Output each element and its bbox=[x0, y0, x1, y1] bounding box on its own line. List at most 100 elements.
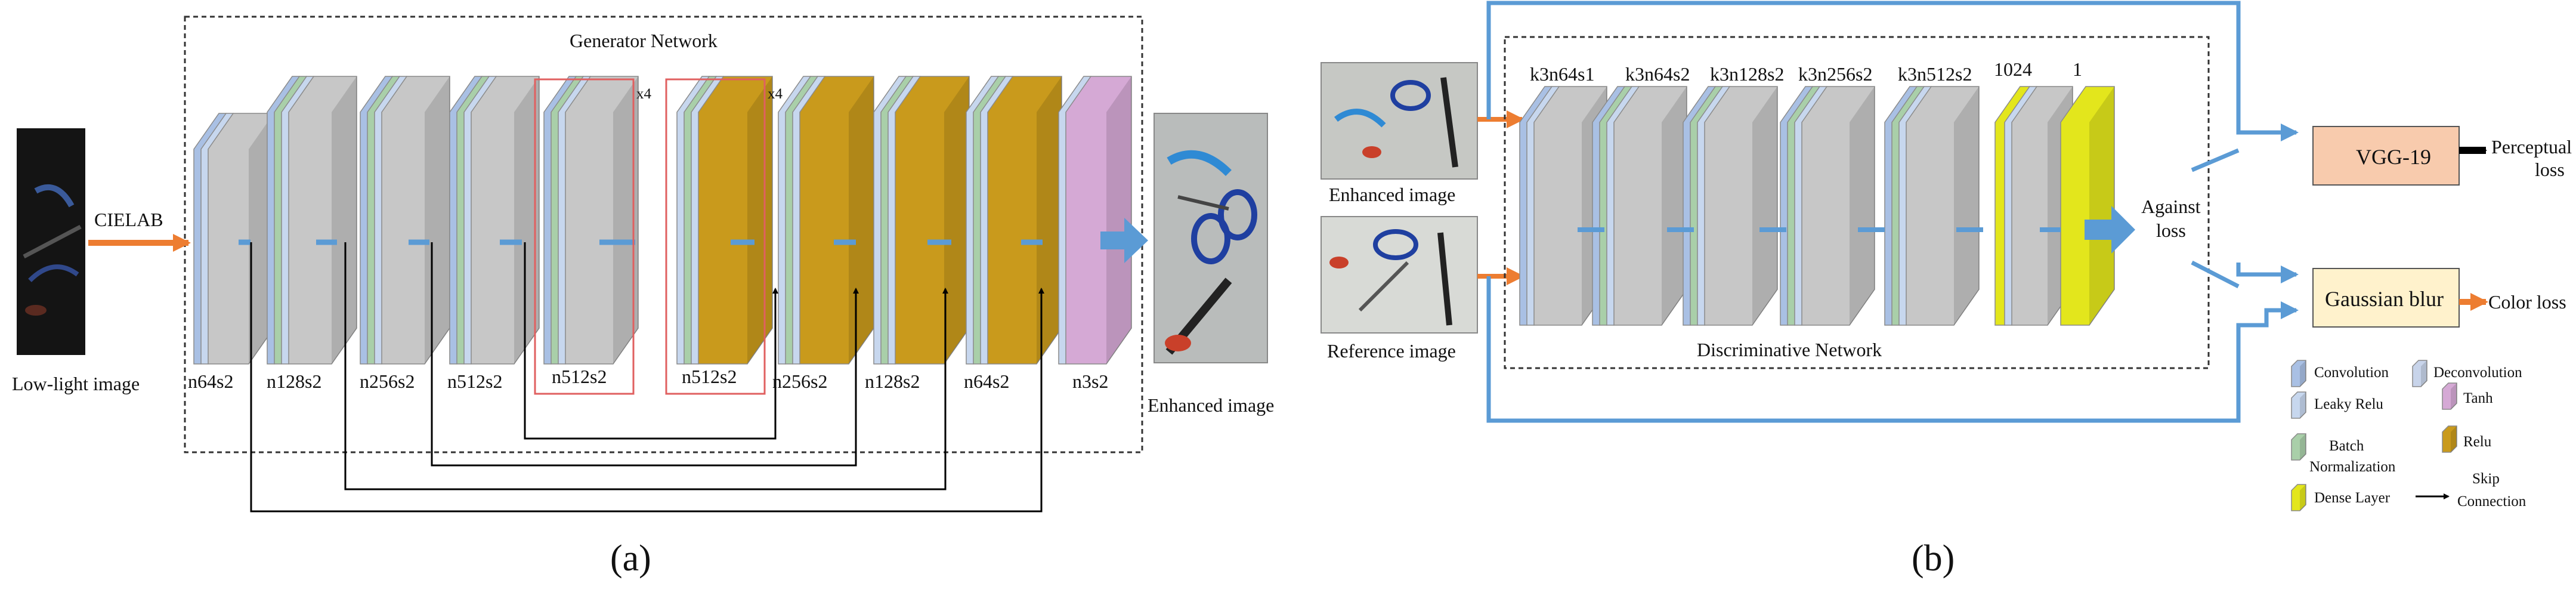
enhanced-image-label-b: Enhanced image bbox=[1329, 184, 1456, 205]
repeat-mark-1: x4 bbox=[636, 86, 651, 102]
gen-block-9 bbox=[966, 76, 1062, 365]
generator-output-arrow bbox=[1100, 218, 1148, 263]
relu-icon bbox=[2442, 425, 2457, 453]
legend-dense-layer: Dense Layer bbox=[2314, 490, 2391, 506]
gen-layer-label-5: n512s2 bbox=[552, 366, 607, 387]
discriminator-title: Discriminative Network bbox=[1697, 339, 1882, 360]
gen-layer-label-1: n64s2 bbox=[188, 371, 234, 392]
gen-block-6-slab-4 bbox=[698, 76, 773, 365]
gen-layer-label-2: n128s2 bbox=[267, 371, 322, 392]
legend-batch-norm-2: Normalization bbox=[2309, 459, 2396, 475]
gen-block-7 bbox=[778, 76, 874, 365]
disc-block-2 bbox=[1592, 86, 1687, 326]
reference-image bbox=[1321, 216, 1478, 334]
legend-leaky-relu: Leaky Relu bbox=[2314, 396, 2383, 412]
gaussian-blur-box bbox=[2312, 268, 2460, 328]
disc-block-7-slab-1 bbox=[2060, 86, 2115, 326]
panel-label-a: (a) bbox=[610, 538, 651, 579]
deconvolution-icon bbox=[2412, 360, 2427, 387]
disc-block-3 bbox=[1683, 86, 1778, 326]
disc-block-2-slab-4 bbox=[1613, 86, 1687, 326]
batch-norm-icon bbox=[2291, 433, 2306, 461]
gen-layer-label-9: n64s2 bbox=[964, 371, 1010, 392]
gen-layer-label-3: n256s2 bbox=[360, 371, 415, 392]
gen-block-10-slab-2 bbox=[1065, 76, 1132, 365]
discriminator-frame bbox=[1504, 36, 2210, 369]
disc-block-6 bbox=[1994, 86, 2073, 326]
gen-block-6 bbox=[676, 76, 773, 365]
gen-block-7-slab-4 bbox=[799, 76, 874, 365]
legend-skip-2: Connection bbox=[2457, 493, 2526, 510]
perceptual-loss-line-2: loss bbox=[2535, 159, 2565, 180]
generator-layers bbox=[193, 76, 1132, 365]
gen-layer-label-4: n512s2 bbox=[447, 371, 503, 392]
discriminator-output-arrow bbox=[2085, 206, 2135, 254]
gen-block-5 bbox=[543, 76, 639, 365]
disc-block-4 bbox=[1780, 86, 1875, 326]
disc-layer-label-5: k3n512s2 bbox=[1898, 63, 1972, 85]
reference-image-label: Reference image bbox=[1327, 340, 1456, 362]
gaussian-blur-label: Gaussian blur bbox=[2325, 287, 2444, 311]
gen-block-3 bbox=[360, 76, 450, 365]
disc-block-5-slab-4 bbox=[1906, 86, 1980, 326]
skip-connections bbox=[250, 242, 1044, 513]
disc-block-7 bbox=[2060, 86, 2115, 326]
dense-layer-icon bbox=[2291, 484, 2306, 511]
gen-block-2 bbox=[267, 76, 357, 365]
vgg19-box bbox=[2312, 126, 2460, 186]
color-loss-label: Color loss bbox=[2488, 291, 2566, 313]
enhanced-image-a bbox=[1154, 113, 1268, 363]
disc-layer-label-6: 1024 bbox=[1994, 58, 2032, 80]
legend-skip-1: Skip bbox=[2472, 471, 2500, 487]
tanh-icon bbox=[2442, 382, 2457, 410]
legend-batch-norm-1: Batch bbox=[2329, 438, 2364, 454]
leaky-relu-icon bbox=[2291, 391, 2306, 419]
enhanced-image-label-a: Enhanced image bbox=[1148, 394, 1275, 416]
enhanced-image-b bbox=[1321, 62, 1478, 180]
disc-layer-label-1: k3n64s1 bbox=[1530, 63, 1595, 85]
convolution-icon bbox=[2291, 360, 2306, 387]
gen-block-2-slab-4 bbox=[288, 76, 357, 365]
gen-block-4 bbox=[449, 76, 540, 365]
legend-relu: Relu bbox=[2463, 434, 2492, 450]
gen-block-8 bbox=[873, 76, 970, 365]
legend-icons bbox=[2291, 360, 2457, 511]
panel-label-b: (b) bbox=[1912, 538, 1955, 579]
gen-layer-label-7: n256s2 bbox=[772, 371, 828, 392]
gen-block-1 bbox=[193, 113, 274, 365]
gen-layer-label-8: n128s2 bbox=[865, 371, 920, 392]
against-loss-line-2: loss bbox=[2156, 220, 2186, 241]
disc-layer-label-4: k3n256s2 bbox=[1798, 63, 1873, 85]
perceptual-loss-line-1: Perceptual bbox=[2491, 136, 2572, 158]
disc-layer-label-2: k3n64s2 bbox=[1625, 63, 1690, 85]
disc-block-5 bbox=[1884, 86, 1980, 326]
gen-block-8-slab-4 bbox=[895, 76, 970, 365]
gen-block-9-slab-4 bbox=[987, 76, 1062, 365]
legend-convolution: Convolution bbox=[2314, 365, 2389, 381]
gen-block-4-slab-4 bbox=[471, 76, 540, 365]
discriminator-layers bbox=[1519, 86, 2115, 326]
gen-block-5-slab-4 bbox=[565, 76, 639, 365]
disc-layer-label-7: 1 bbox=[2073, 58, 2082, 80]
repeat-box-decoder bbox=[665, 78, 766, 395]
gen-block-3-slab-4 bbox=[381, 76, 450, 365]
gen-block-10 bbox=[1058, 76, 1132, 365]
disc-block-4-slab-4 bbox=[1801, 86, 1875, 326]
repeat-mark-2: x4 bbox=[768, 86, 783, 102]
gen-block-1-slab-3 bbox=[208, 113, 274, 365]
vgg19-label: VGG-19 bbox=[2356, 145, 2431, 169]
gen-layer-label-10: n3s2 bbox=[1072, 371, 1109, 392]
legend-deconvolution: Deconvolution bbox=[2433, 365, 2522, 381]
disc-layer-label-3: k3n128s2 bbox=[1710, 63, 1785, 85]
legend-tanh: Tanh bbox=[2463, 390, 2493, 406]
low-light-image bbox=[17, 128, 85, 355]
feedback-loop bbox=[1486, 1, 2299, 423]
color-space-label: CIELAB bbox=[94, 209, 163, 230]
generator-title: Generator Network bbox=[570, 30, 718, 51]
low-light-image-label: Low-light image bbox=[12, 373, 140, 394]
disc-block-3-slab-4 bbox=[1704, 86, 1778, 326]
against-loss-line-1: Against bbox=[2141, 196, 2201, 217]
gen-layer-label-6: n512s2 bbox=[682, 366, 737, 387]
repeat-box-encoder bbox=[534, 78, 635, 395]
